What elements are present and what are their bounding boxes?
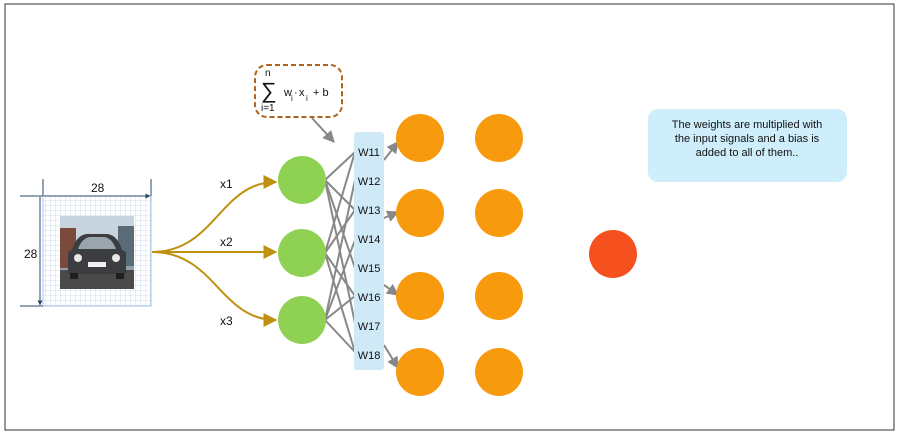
hidden1-node-4 [396,348,444,396]
hidden-layer-1 [396,114,444,396]
hidden2-node-1 [475,114,523,162]
formula-x-sub: i [306,94,308,103]
input-node-2 [278,229,326,277]
weight-label-w17: W17 [358,321,381,333]
note-box: The weights are multiplied with the inpu… [648,109,847,182]
formula-w: w [283,87,292,99]
weight-label-w13: W13 [358,205,381,217]
input-arrows [151,175,278,327]
formula-pointer-arrow [311,117,335,143]
width-label: 28 [91,181,105,195]
hidden2-node-4 [475,348,523,396]
weight-box-background [354,132,384,370]
formula-dot: · [294,87,298,99]
connections [311,117,400,370]
input-arrow-3 [151,251,278,327]
hidden2-node-3 [475,272,523,320]
formula-sum-top: n [265,68,271,79]
input-label-x1: x1 [220,177,233,191]
hidden1-node-1 [396,114,444,162]
hidden1-node-3 [396,272,444,320]
hidden-layer-2 [475,114,523,396]
note-line-1: The weights are multiplied with [672,119,822,131]
input-node-1 [278,156,326,204]
weight-label-w18: W18 [358,350,381,362]
note-background [648,109,847,182]
formula-box: n ∑ i=1 w i · x i + b [254,64,343,118]
input-arrow-1 [151,175,278,253]
hidden2-node-2 [475,189,523,237]
input-node-3 [278,296,326,344]
weight-label-w15: W15 [358,263,381,275]
hidden1-node-2 [396,189,444,237]
car-photo-icon [60,216,134,289]
input-label-x2: x2 [220,235,233,249]
formula-border [254,64,343,118]
formula-x: x [299,87,305,99]
height-label: 28 [24,247,38,261]
weight-label-w11: W11 [358,147,380,159]
input-image: 28 28 [20,179,152,307]
formula-w-sub: i [291,94,293,103]
formula-bias: + b [313,87,329,99]
formula-sum-bottom: i=1 [261,103,275,114]
input-layer [278,156,326,344]
weight-label-w14: W14 [358,234,381,246]
note-line-3: added to all of them.. [696,147,799,159]
input-label-x3: x3 [220,314,233,328]
weight-label-w12: W12 [358,176,381,188]
weight-label-w16: W16 [358,292,381,304]
note-line-2: the input signals and a bias is [675,133,820,145]
outer-frame [4,3,895,431]
formula-sigma: ∑ [261,78,277,103]
output-node [589,230,637,278]
